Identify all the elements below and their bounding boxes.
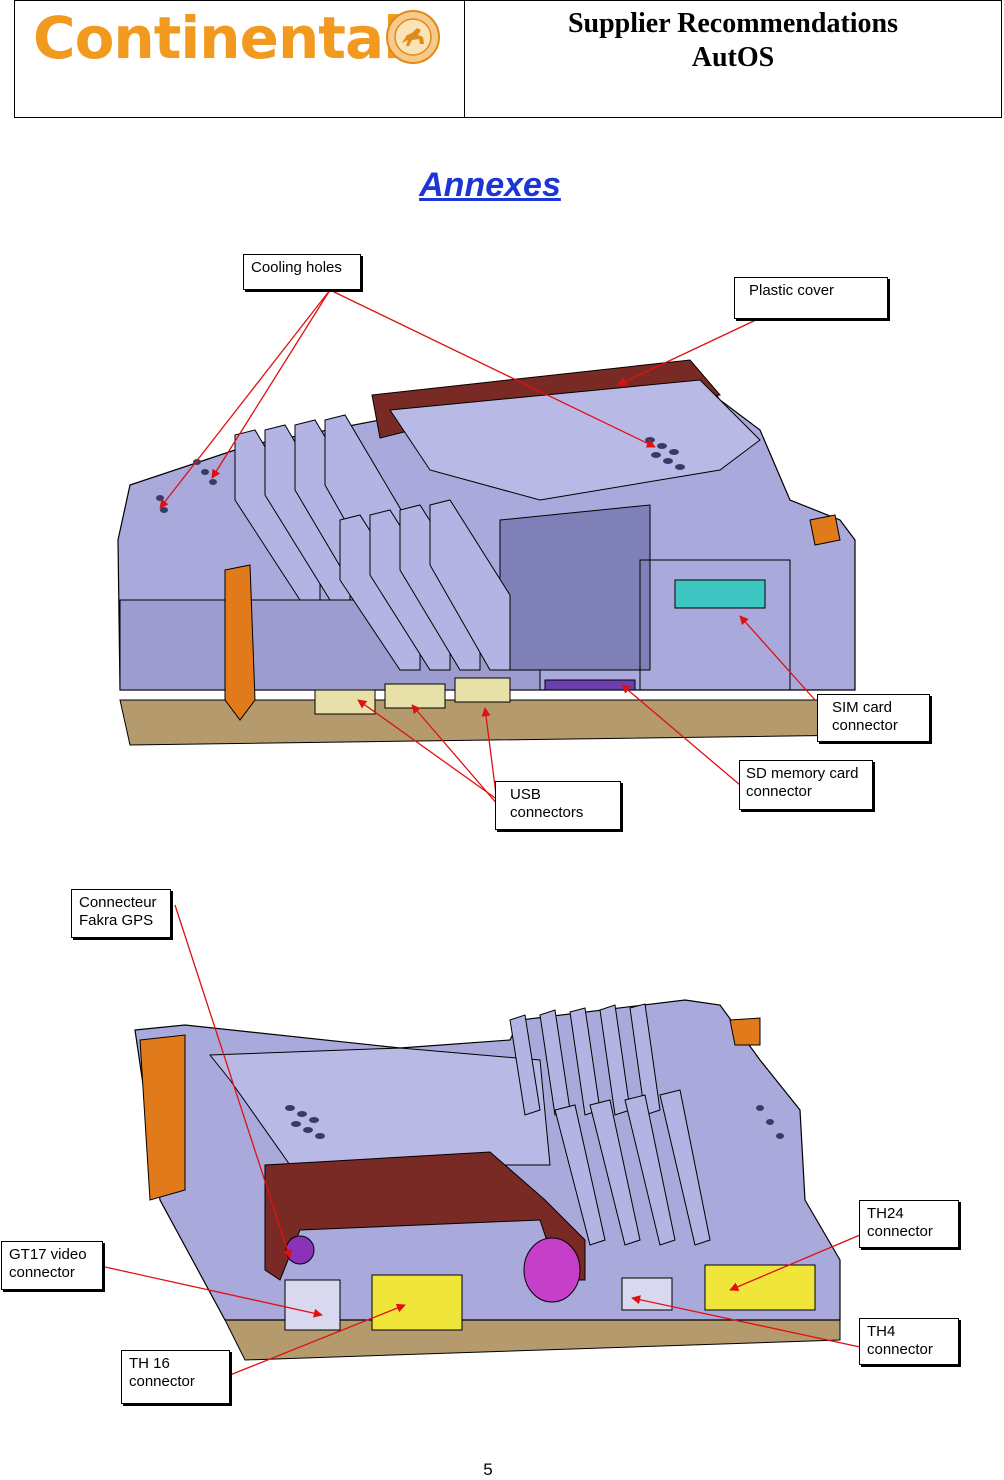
callout-th4: TH4 connector bbox=[859, 1318, 959, 1365]
callout-sd-memory: SD memory card connector bbox=[739, 760, 873, 810]
callout-th24: TH24 connector bbox=[859, 1200, 959, 1248]
callout-usb: USB connectors bbox=[495, 781, 621, 830]
header-title: Supplier Recommendations AutOS bbox=[465, 1, 1001, 117]
page-title: Annexes bbox=[419, 166, 561, 204]
document-header: Continental Supplier Recommendations Aut… bbox=[14, 0, 1002, 118]
callout-gt17-video: GT17 video connector bbox=[1, 1241, 103, 1290]
continental-logo: Continental bbox=[33, 4, 403, 72]
logo-cell: Continental bbox=[15, 1, 465, 117]
horse-seal-icon bbox=[386, 10, 440, 64]
header-title-line1: Supplier Recommendations bbox=[567, 8, 899, 39]
callout-th16: TH 16 connector bbox=[121, 1350, 230, 1404]
page-number: 5 bbox=[483, 1460, 493, 1479]
callout-fakra-gps: Connecteur Fakra GPS bbox=[71, 889, 171, 938]
top-leader-lines bbox=[159, 289, 816, 811]
callout-cooling-holes: Cooling holes bbox=[243, 254, 361, 290]
top-device-illustration bbox=[117, 359, 861, 746]
bottom-leader-lines bbox=[104, 904, 861, 1376]
callout-sim-card: SIM card connector bbox=[817, 694, 930, 742]
callout-plastic-cover: Plastic cover bbox=[734, 277, 888, 319]
bottom-device-illustration bbox=[134, 999, 841, 1361]
header-title-line2: AutOS bbox=[691, 42, 775, 73]
